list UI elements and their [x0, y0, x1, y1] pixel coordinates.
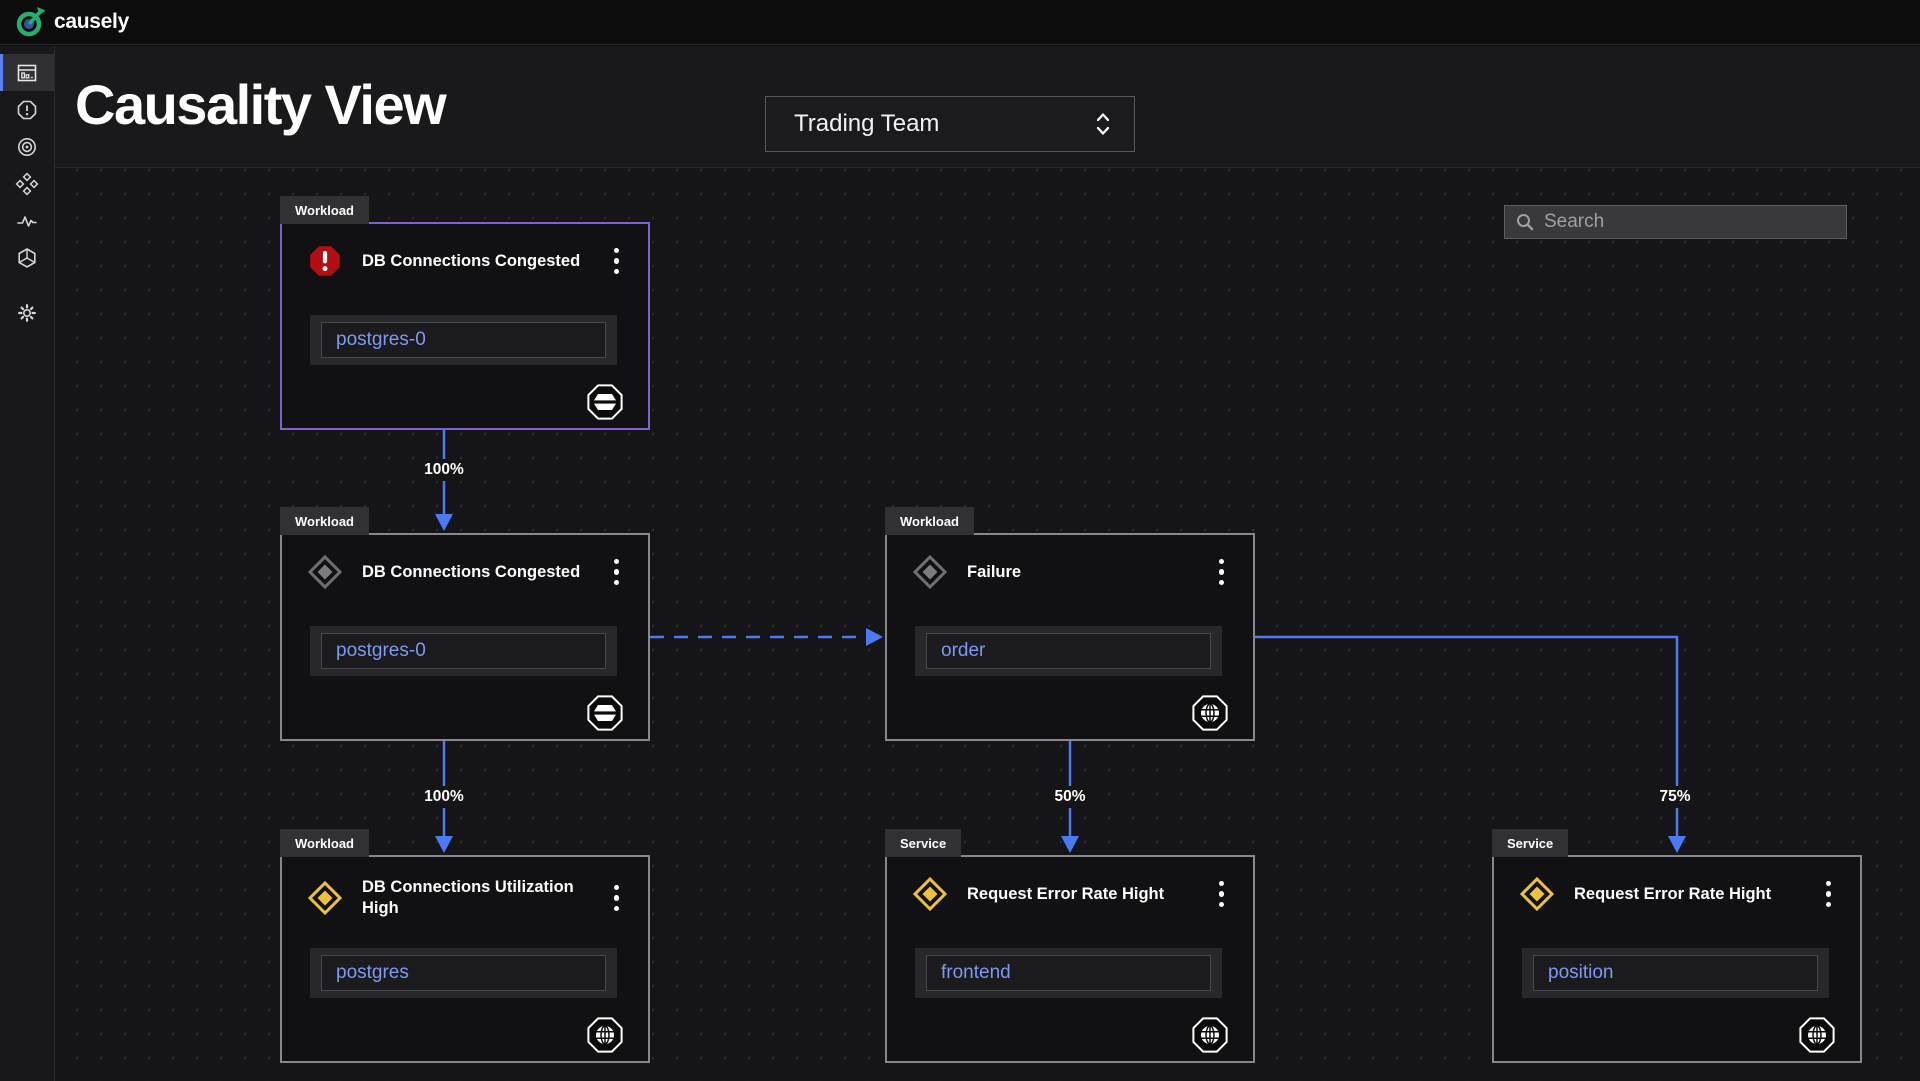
node-title: Request Error Rate Hight	[967, 884, 1165, 903]
node-title: Failure	[967, 562, 1022, 581]
entity-container: order	[915, 626, 1222, 676]
node-type-label: Workload	[295, 513, 354, 529]
entity-container: postgres-0	[310, 626, 617, 676]
page-title: Causality View	[75, 73, 447, 136]
entity-name: postgres-0	[336, 640, 426, 661]
sidebar-item-settings[interactable]	[0, 294, 54, 331]
node-type-label: Workload	[295, 202, 354, 218]
arrowhead-icon	[866, 628, 883, 646]
gray-diamond-icon	[913, 555, 947, 589]
globe-icon[interactable]	[1797, 1015, 1837, 1055]
hex-wheel-icon	[18, 247, 36, 268]
team-selector-value: Trading Team	[794, 110, 940, 137]
node-failure[interactable]: Workload Failure order	[885, 507, 1255, 741]
topbar: causely	[0, 0, 1920, 45]
entity-link[interactable]: frontend	[926, 955, 1211, 991]
kebab-menu-button[interactable]	[1214, 878, 1230, 911]
node-request-error-rate-frontend[interactable]: Service Request Error Rate Hight fronten…	[885, 829, 1255, 1063]
entity-name: position	[1548, 962, 1614, 983]
search-box[interactable]	[1504, 205, 1847, 239]
critical-octagon-icon	[310, 246, 340, 276]
entity-link[interactable]: postgres-0	[321, 633, 606, 669]
node-title: DB Connections Utilization High	[362, 878, 574, 917]
entity-name: postgres-0	[336, 329, 426, 350]
entity-link[interactable]: position	[1533, 955, 1818, 991]
entity-link[interactable]: order	[926, 633, 1211, 669]
globe-icon[interactable]	[1190, 1015, 1230, 1055]
globe-icon[interactable]	[1190, 693, 1230, 733]
kebab-menu-button[interactable]	[609, 556, 625, 589]
chevron-up-down-icon	[1096, 113, 1110, 135]
database-icon[interactable]	[585, 382, 625, 422]
causely-logo[interactable]: causely	[16, 6, 129, 38]
entity-name: postgres	[336, 962, 409, 983]
sidebar-item-integrations[interactable]	[0, 239, 54, 276]
kebab-menu-button[interactable]	[609, 245, 625, 278]
entity-name: frontend	[941, 962, 1011, 983]
yellow-diamond-icon	[1520, 877, 1554, 911]
arrowhead-icon	[1668, 836, 1686, 853]
activity-icon	[17, 215, 37, 227]
node-type-label: Service	[900, 835, 947, 851]
edge-probability-label: 100%	[419, 786, 469, 808]
entity-container: postgres	[310, 948, 617, 998]
arrowhead-icon	[435, 514, 453, 531]
arrowhead-icon	[435, 836, 453, 853]
target-icon	[18, 137, 36, 156]
brand-wordmark: causely	[54, 10, 129, 33]
kebab-menu-button[interactable]	[609, 882, 625, 915]
sidebar-item-alerts[interactable]	[0, 91, 54, 128]
node-type-tab: Workload	[280, 507, 369, 535]
alert-octagon-icon	[17, 100, 37, 119]
node-type-tab: Workload	[280, 829, 369, 857]
database-icon[interactable]	[585, 693, 625, 733]
dashboard-icon	[17, 64, 37, 81]
edge-failure-to-position	[1255, 635, 1679, 837]
node-type-tab: Service	[885, 829, 962, 857]
entity-container: postgres-0	[310, 315, 617, 365]
node-title: DB Connections Congested	[362, 562, 581, 581]
edge-probability-label: 100%	[419, 459, 469, 481]
kebab-menu-button[interactable]	[1821, 878, 1837, 911]
entity-name: order	[941, 640, 986, 661]
gray-diamond-icon	[308, 555, 342, 589]
node-type-label: Workload	[295, 835, 354, 851]
globe-icon[interactable]	[585, 1015, 625, 1055]
yellow-diamond-icon	[308, 880, 342, 915]
entity-container: position	[1522, 948, 1829, 998]
sidebar-item-activity[interactable]	[0, 202, 54, 239]
arrowhead-icon	[1061, 836, 1079, 853]
diamonds-icon	[15, 172, 39, 195]
entity-container: frontend	[915, 948, 1222, 998]
edge-probability-label: 75%	[1654, 786, 1696, 808]
node-title: DB Connections Congested	[362, 251, 581, 270]
edge-probability-label: 50%	[1049, 786, 1091, 808]
node-request-error-rate-position[interactable]: Service Request Error Rate Hight positio…	[1492, 829, 1862, 1063]
sidebar-item-topology[interactable]	[0, 165, 54, 202]
team-selector-dropdown[interactable]: Trading Team	[765, 96, 1135, 152]
sidebar-item-dashboard[interactable]	[0, 54, 54, 91]
node-type-tab: Workload	[280, 196, 369, 224]
node-db-connections-congested[interactable]: Workload DB Connections Congested postgr…	[280, 507, 650, 741]
node-db-connections-congested-root[interactable]: Workload DB Connections Congested postgr…	[280, 196, 650, 430]
sidebar-spacer	[0, 276, 54, 294]
causely-logo-icon	[16, 7, 46, 37]
node-type-tab: Workload	[885, 507, 974, 535]
yellow-diamond-icon	[913, 877, 947, 911]
node-type-tab: Service	[1492, 829, 1569, 857]
node-title: Request Error Rate Hight	[1574, 884, 1772, 903]
node-db-connections-utilization-high[interactable]: Workload DB Connections Utilization High…	[280, 829, 650, 1063]
settings-gear-icon	[18, 303, 36, 322]
sidebar	[0, 46, 55, 1081]
search-input[interactable]	[1544, 211, 1836, 233]
entity-link[interactable]: postgres	[321, 955, 606, 991]
entity-link[interactable]: postgres-0	[321, 322, 606, 358]
node-type-label: Service	[1507, 835, 1554, 851]
page-header: Causality View Trading Team	[55, 46, 1920, 168]
kebab-menu-button[interactable]	[1214, 556, 1230, 589]
node-type-label: Workload	[900, 513, 959, 529]
sidebar-item-root-causes[interactable]	[0, 128, 54, 165]
search-icon	[1517, 214, 1534, 231]
causality-graph-canvas[interactable]: 100% 100% 50% 75% Workload DB Connection…	[55, 168, 1920, 1081]
